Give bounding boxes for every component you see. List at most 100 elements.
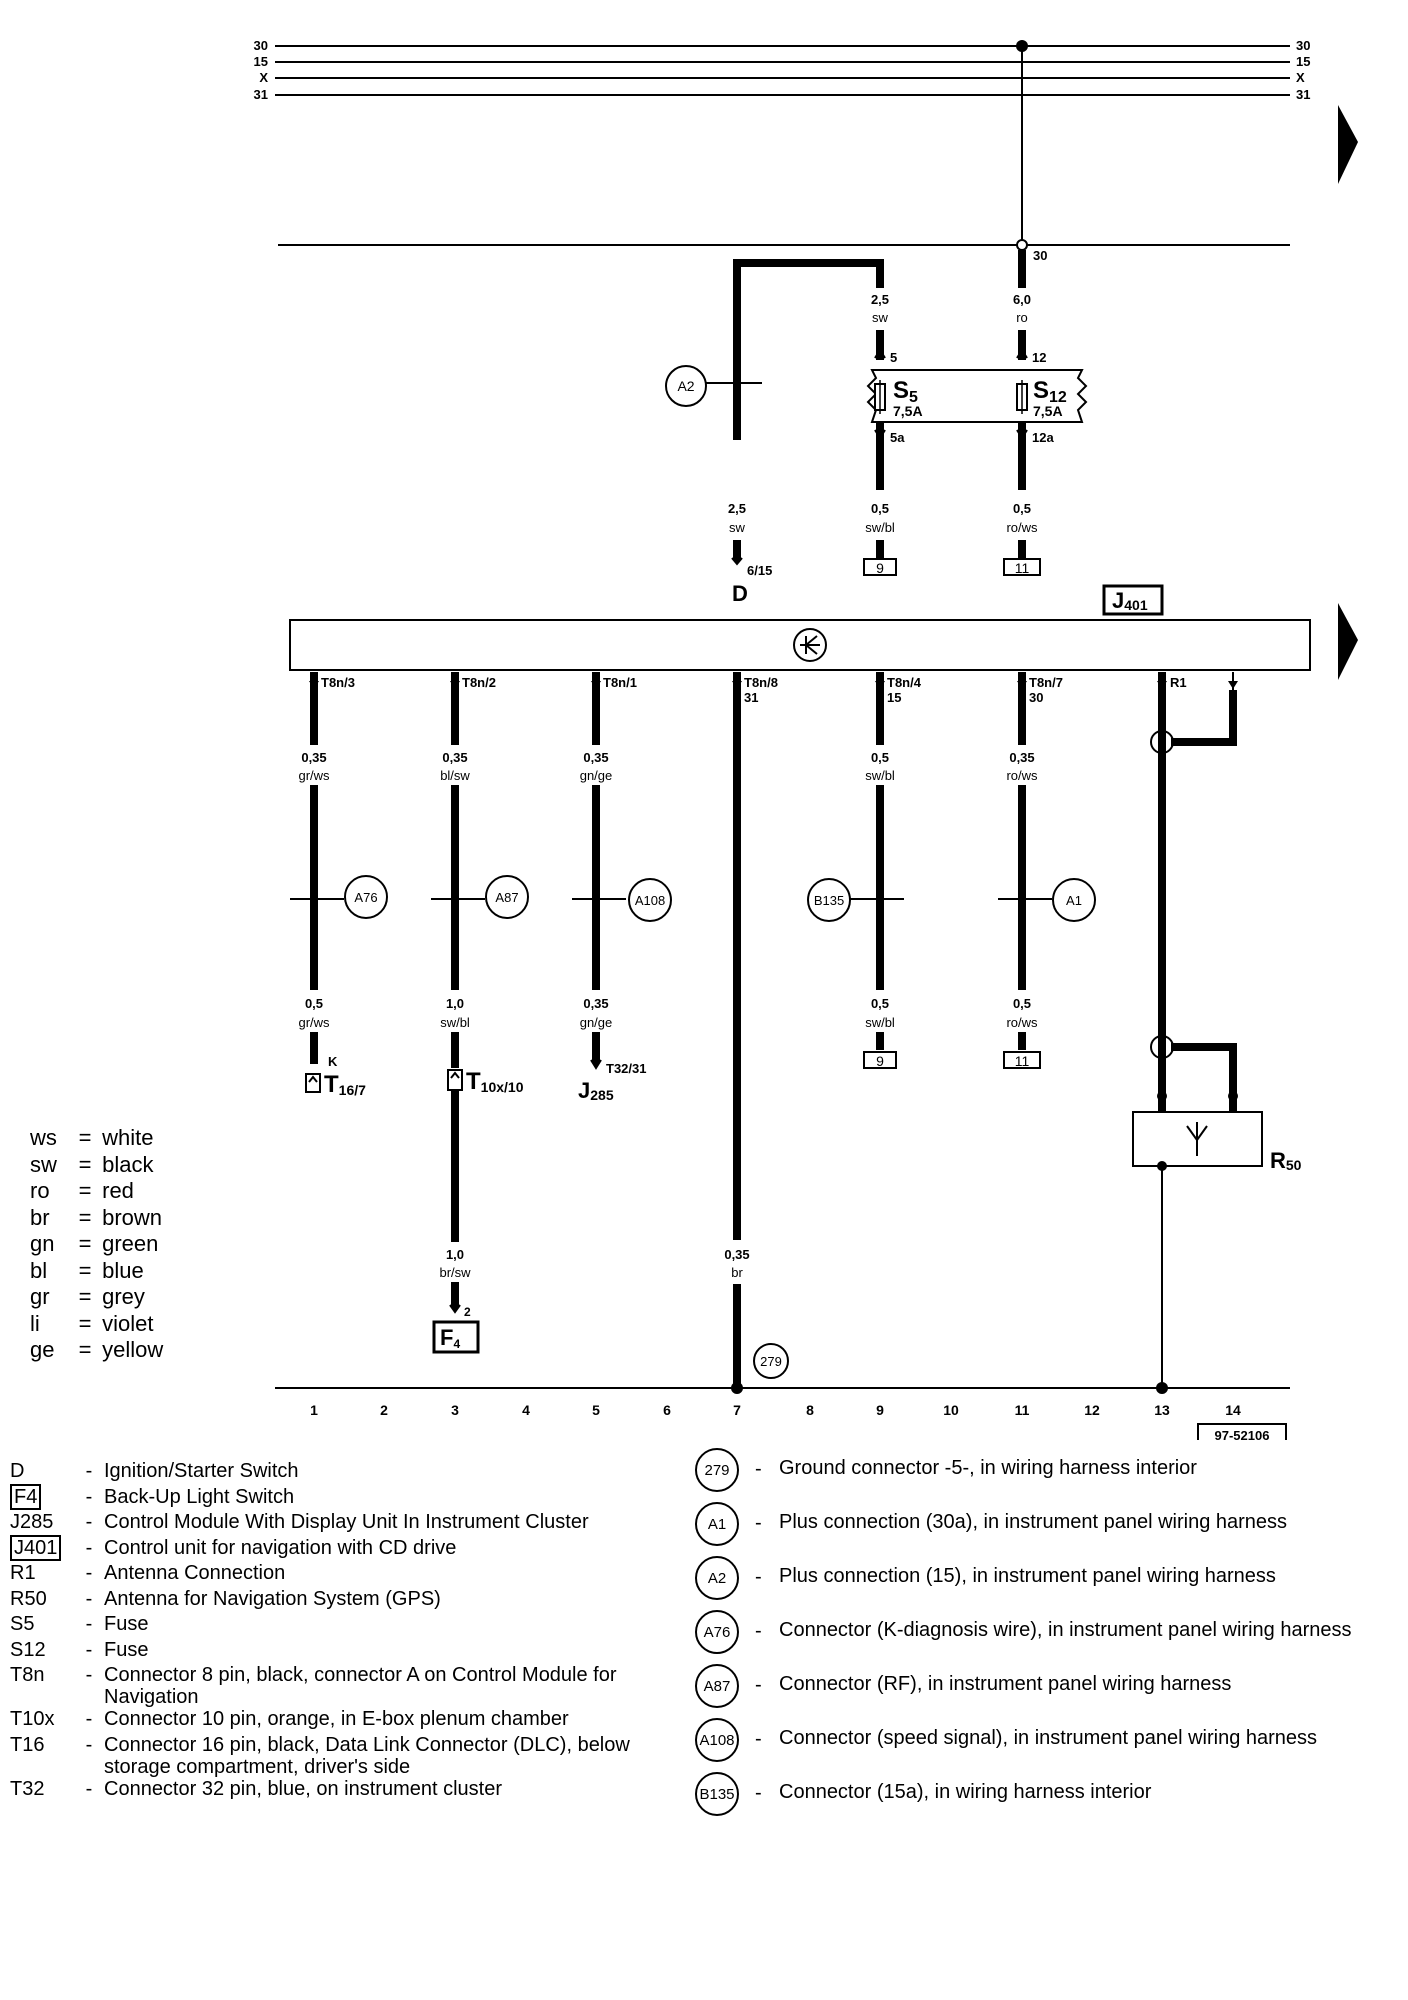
key-code: T10x: [10, 1708, 55, 1730]
component-key: D-Ignition/Starter Switch F4-Back-Up Lig…: [10, 1460, 700, 1803]
legend-row: ge = yellow: [30, 1337, 163, 1364]
key-row: B135-Connector (15a), in wiring harness …: [695, 1772, 1400, 1826]
key-description: Connector 10 pin, orange, in E-box plenu…: [104, 1708, 569, 1730]
legend-color-name: grey: [102, 1284, 145, 1309]
rail-label-15-left: 15: [254, 54, 268, 69]
component-f4: F4: [440, 1325, 460, 1351]
pin-label-t8n3: T8n/3: [321, 675, 355, 690]
connector-a87: [485, 875, 529, 919]
s5-out-pin: 5a: [890, 430, 905, 445]
key-description: Ignition/Starter Switch: [104, 1460, 299, 1482]
legend-color-name: yellow: [102, 1337, 164, 1362]
connector-key-code: A108: [695, 1718, 739, 1762]
legend-equals: =: [78, 1178, 92, 1203]
module-j401-label-box: [1102, 584, 1164, 616]
key-code: F4: [10, 1483, 42, 1510]
column-9: 9: [876, 1402, 884, 1418]
key-row: A76-Connector (K-diagnosis wire), in ins…: [695, 1610, 1400, 1664]
rail-label-x-right: X: [1296, 70, 1305, 85]
rail-labels: 30 15 X 31 30 15 X 31: [254, 38, 1311, 102]
key-description: Connector 16 pin, black, Data Link Conne…: [104, 1733, 630, 1778]
spec-ref11-size: 0,5: [1013, 996, 1031, 1011]
br-sw-color: br/sw: [439, 1265, 471, 1280]
spec-a1-size: 0,35: [1009, 750, 1034, 765]
spec-b135-color: sw/bl: [865, 768, 895, 783]
ref-11-upper-text: 11: [1015, 560, 1030, 576]
rail-label-x-left: X: [259, 70, 268, 85]
fuse-panel: S5 7,5A S12 7,5A: [866, 369, 1088, 423]
column-13: 13: [1154, 1402, 1170, 1418]
spec-b135-size: 0,5: [871, 750, 889, 765]
legend-color-name: red: [102, 1178, 134, 1203]
connector-a1-label: A1: [1066, 893, 1082, 908]
wire-specs-lower: 0,5 gr/ws 1,0 sw/bl 0,35 gn/ge 0,5 sw/bl…: [298, 996, 1038, 1030]
s5-out-size: 0,5: [871, 501, 889, 516]
legend-equals: =: [78, 1231, 92, 1256]
legend-code: ro: [30, 1178, 50, 1203]
component-j285: J285: [578, 1078, 614, 1103]
connector-t10x-icon: [447, 1069, 463, 1091]
spec-ref9-size: 0,5: [871, 996, 889, 1011]
spec-t32-size: 0,35: [583, 996, 608, 1011]
spec-t32-color: gn/ge: [580, 1015, 613, 1030]
column-14: 14: [1225, 1402, 1241, 1418]
key-row: R1-Antenna Connection: [10, 1562, 700, 1588]
key-row: A2-Plus connection (15), in instrument p…: [695, 1556, 1400, 1610]
pin-label-t8n4-extra: 15: [887, 690, 901, 705]
spec-a108-color: gn/ge: [580, 768, 613, 783]
s5-in-color: sw: [872, 310, 889, 325]
key-description: Connector (K-diagnosis wire), in instrum…: [779, 1619, 1352, 1641]
pin-label-t8n1: T8n/1: [603, 675, 637, 690]
legend-code: gn: [30, 1231, 55, 1256]
key-description: Fuse: [104, 1638, 149, 1661]
legend-equals: =: [78, 1310, 92, 1336]
key-code: J401: [10, 1534, 62, 1561]
s12-out-pin: 12a: [1032, 430, 1054, 445]
column-10: 10: [943, 1402, 959, 1418]
connector-key-code: A87: [695, 1664, 739, 1708]
diagram-id-box: [1197, 1423, 1287, 1440]
legend-color-name: white: [102, 1125, 154, 1150]
key-row: R50-Antenna for Navigation System (GPS): [10, 1588, 700, 1614]
key-description: Ground connector -5-, in wiring harness …: [779, 1457, 1197, 1479]
column-11: 11: [1015, 1402, 1030, 1418]
key-description: Connector 32 pin, blue, on instrument cl…: [104, 1777, 502, 1800]
rail-label-30-left: 30: [254, 38, 268, 53]
legend-equals: =: [78, 1337, 92, 1362]
key-description: Control Module With Display Unit In Inst…: [104, 1511, 589, 1533]
connector-b135-label: B135: [814, 893, 844, 908]
pin-label-t8n4: T8n/4: [887, 675, 922, 690]
connector-a76: [344, 875, 388, 919]
legend-row: bl= blue: [30, 1258, 163, 1285]
key-code: S12: [10, 1638, 46, 1661]
column-3: 3: [451, 1402, 459, 1418]
key-description: Antenna for Navigation System (GPS): [104, 1587, 441, 1610]
wire-specs-upper: 0,35 gr/ws 0,35 bl/sw 0,35 gn/ge 0,5 sw/…: [298, 750, 1038, 783]
legend-code: ge: [30, 1337, 55, 1362]
column-numbers: 1 2 3 4 5 6 7 8 9 10 11 12 13 14: [310, 1402, 1241, 1418]
column-12: 12: [1084, 1402, 1100, 1418]
key-code: J285: [10, 1511, 54, 1533]
legend-color-name: blue: [102, 1257, 144, 1283]
key-row: D-Ignition/Starter Switch: [10, 1460, 700, 1486]
column-7: 7: [733, 1402, 741, 1418]
legend-color-name: green: [102, 1231, 159, 1256]
legend-equals: =: [78, 1204, 92, 1230]
key-row: A108-Connector (speed signal), in instru…: [695, 1718, 1400, 1772]
column-1: 1: [310, 1402, 318, 1418]
key-description: Back-Up Light Switch: [104, 1485, 295, 1508]
pin-label-r1: R1: [1170, 675, 1187, 690]
legend-code: li: [30, 1310, 40, 1336]
spec-ref11-color: ro/ws: [1006, 1015, 1038, 1030]
s12-in-color: ro: [1016, 310, 1028, 325]
spec-a87-color: bl/sw: [440, 768, 470, 783]
legend-code: sw: [30, 1151, 57, 1177]
fuse-s12-rating: 7,5A: [1033, 403, 1063, 419]
key-code: T16: [10, 1733, 45, 1756]
ground-wire-color: br: [731, 1265, 743, 1280]
connector-a2-label: A2: [677, 378, 694, 394]
s12-in-pin: 12: [1032, 350, 1046, 365]
key-description: Connector (speed signal), in instrument …: [779, 1727, 1318, 1749]
pin-arrows: [309, 681, 1238, 689]
legend-row: sw= black: [30, 1152, 163, 1179]
